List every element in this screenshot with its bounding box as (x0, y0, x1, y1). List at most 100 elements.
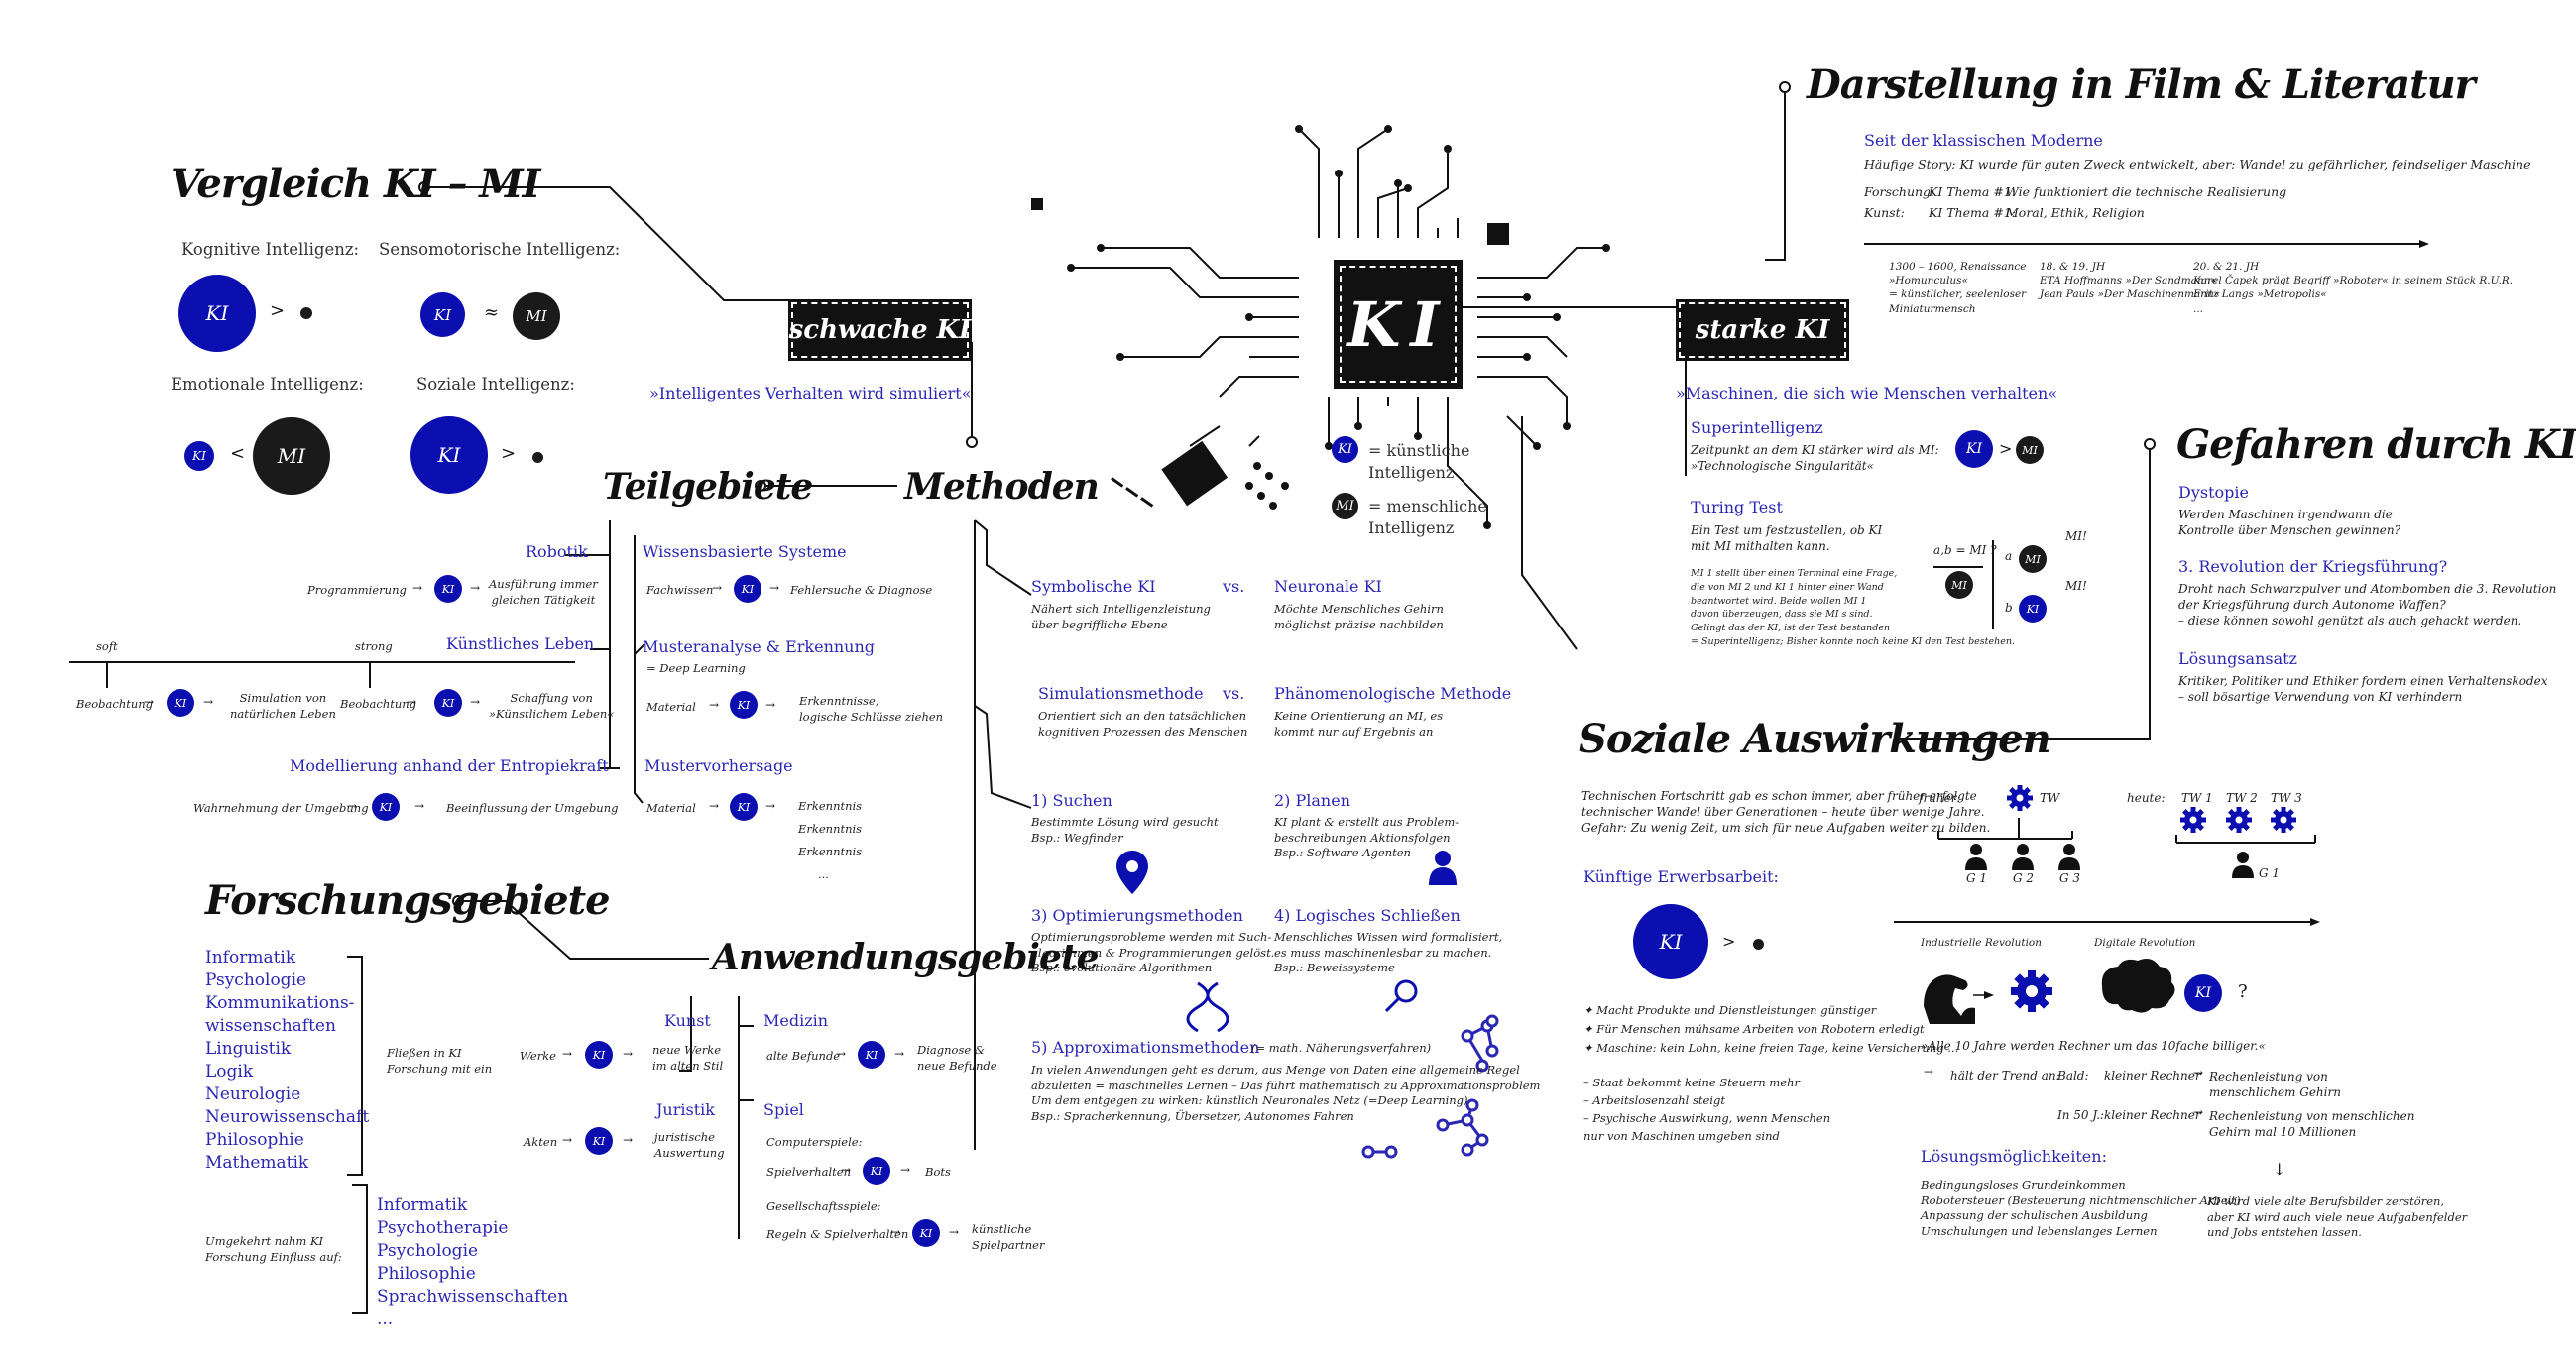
aw-med: Medizin (763, 1011, 829, 1030)
film-timeline-1: 1300 – 1600, Renaissance »Homunculus« = … (1889, 261, 2027, 315)
tg-muster-sub: = Deep Learning (646, 661, 746, 675)
aw-kunst: Kunst (664, 1011, 711, 1030)
soz-g1-heute: G 1 (2259, 866, 2281, 880)
sens-approx: ≈ (484, 302, 500, 323)
soz-tw: TW (2040, 791, 2060, 805)
gefahren-title: Gefahren durch KI (2176, 421, 2576, 468)
me-sym-t: Nähert sich Intelligenzleistung über beg… (1031, 602, 1211, 631)
film-k-label: Kunst: (1864, 205, 1905, 220)
arrow-icon: → (765, 799, 776, 813)
soz-gt: > (1722, 932, 1736, 951)
schwache-quote: »Intelligentes Verhalten wird simuliert« (649, 384, 972, 402)
arrow-icon: → (623, 1133, 634, 1147)
me-s4t: Menschliches Wissen wird formalisiert, e… (1274, 930, 1503, 975)
tg-erk-item: Erkenntnis (798, 799, 863, 813)
list-item: Philosophie (377, 1264, 476, 1284)
me-s5t: In vielen Anwendungen geht es darum, aus… (1031, 1063, 1541, 1123)
plus-item: ✦ Macht Produkte und Dienstleistungen gü… (1583, 1003, 1877, 1017)
legend-mi-circle: MI (1332, 493, 1358, 519)
list-item: Psychotherapie (377, 1218, 509, 1238)
aw-k-b: neue Werke im alten Stil (652, 1043, 724, 1073)
arrow-icon: → (347, 799, 358, 813)
soz-dig-ki: KI (2184, 974, 2222, 1012)
aw-j-b: juristische Auswertung (654, 1130, 725, 1160)
me-s5s: (= math. Näherungsverfahren) (1251, 1041, 1432, 1055)
soz-label: Soziale Intelligenz: (416, 375, 575, 394)
tg-robotik: Robotik (526, 542, 588, 561)
tg-leben: Künstliches Leben (446, 634, 595, 653)
arrow-icon: → (203, 695, 214, 709)
soz-intro: Technischen Fortschritt gab es schon imm… (1581, 789, 1991, 836)
list-item: Psychologie (377, 1241, 479, 1261)
soz-ind: Industrielle Revolution (1921, 937, 2043, 949)
list-item: Philosophie (205, 1130, 304, 1150)
tg-w-b: Fehlersuche & Diagnose (790, 583, 933, 597)
tg-muster: Musteranalyse & Erkennung (643, 637, 876, 656)
soz-trend: hält der Trend an: (1950, 1069, 2060, 1082)
aw-m-a: alte Befunde (766, 1049, 841, 1063)
me-sim-t: Orientiert sich an den tatsächlichen kog… (1038, 709, 1248, 739)
superint-title: Superintelligenz (1691, 418, 1823, 437)
me-s3t: Optimierungsprobleme werden mit Such- al… (1031, 930, 1275, 975)
arrow-icon: → (2193, 1105, 2204, 1119)
soz-j50-a: kleiner Rechner (2104, 1108, 2201, 1122)
tg-l-a: Beobachtung (76, 697, 154, 711)
soz-bald: Bald: (2057, 1069, 2089, 1082)
tg-e-ki: KI (372, 793, 400, 821)
tg-vorher: Mustervorhersage (644, 756, 793, 775)
list-item: Psychologie (205, 970, 307, 990)
arrow-icon: → (765, 698, 776, 712)
aw-spiel: Spiel (763, 1100, 804, 1119)
arrow-icon: → (562, 1133, 573, 1147)
legend-mi-text: = menschliche Intelligenz (1368, 497, 1487, 537)
arrow-icon: → (412, 581, 423, 595)
plus-item: ✦ Maschine: kein Lohn, keine freien Tage… (1583, 1041, 1959, 1055)
soz-frueher: früher: (1919, 791, 1961, 805)
list-item: Sprachwissenschaften (377, 1287, 569, 1307)
arrow-icon: → (623, 1047, 634, 1061)
soz-erwerb: Künftige Erwerbsarbeit: (1583, 867, 1779, 886)
circuit-traces (1071, 128, 1606, 525)
arrow-icon: → (562, 1047, 573, 1061)
forschung-title: Forschungsgebiete (205, 877, 611, 924)
list-item: Neurologie (205, 1084, 301, 1104)
list-item: Linguistik (205, 1039, 292, 1059)
gef-d2: 3. Revolution der Kriegsführung? (2178, 557, 2448, 576)
tg-erk-item: Erkenntnis (798, 822, 863, 836)
soz-gt: > (501, 443, 517, 464)
list-item: Informatik (377, 1196, 468, 1215)
tg-v-a: Material (646, 801, 696, 815)
soz-heute: heute: (2127, 791, 2166, 805)
tg-erk-item: ... (818, 867, 829, 881)
turing-text: Ein Test um festzustellen, ob KI mit MI … (1691, 523, 1883, 554)
arrow-icon: → (470, 581, 481, 595)
turing-title: Turing Test (1691, 498, 1783, 516)
list-item: Informatik (205, 948, 296, 968)
tg-w-ki: KI (734, 575, 761, 603)
tg-e-b: Beeinflussung der Umgebung (446, 801, 619, 815)
soz-g1: G 1 (1966, 871, 1988, 885)
soz-q: ? (2238, 981, 2248, 1002)
arrow-icon: → (709, 698, 720, 712)
arrow-icon: → (949, 1225, 960, 1239)
arrow-icon: → (841, 1163, 852, 1177)
me-vs2: vs. (1223, 684, 1245, 703)
turing-ki-b: KI (2019, 595, 2047, 623)
soz-loes: Lösungsmöglichkeiten: (1921, 1147, 2107, 1166)
turing-mi-left: MI (1945, 571, 1973, 599)
arrow-icon: → (1924, 1065, 1934, 1079)
me-phae: Phänomenologische Methode (1274, 684, 1512, 703)
kog-label: Kognitive Intelligenz: (181, 240, 360, 259)
turing-ab: a,b = MI ? (1933, 543, 1997, 557)
legend-ki-text: = künstliche Intelligenz (1368, 441, 1470, 482)
forschung-umgekehrt: Umgekehrt nahm KI Forschung Einfluss auf… (205, 1234, 342, 1264)
arrow-icon: → (894, 1047, 905, 1061)
soz-mi-dot (532, 452, 543, 463)
vergleich-title: Vergleich KI – MI (171, 161, 540, 207)
film-f-b: Wie funktioniert die technische Realisie… (2006, 184, 2287, 199)
aw-sp2: Gesellschaftsspiele: (766, 1199, 881, 1213)
arrow-icon: → (836, 1047, 847, 1061)
me-vs1: vs. (1223, 577, 1245, 596)
kog-ki-circle: KI (178, 275, 256, 352)
tg-rob-b: Ausführung immer gleichen Tätigkeit (489, 577, 598, 607)
